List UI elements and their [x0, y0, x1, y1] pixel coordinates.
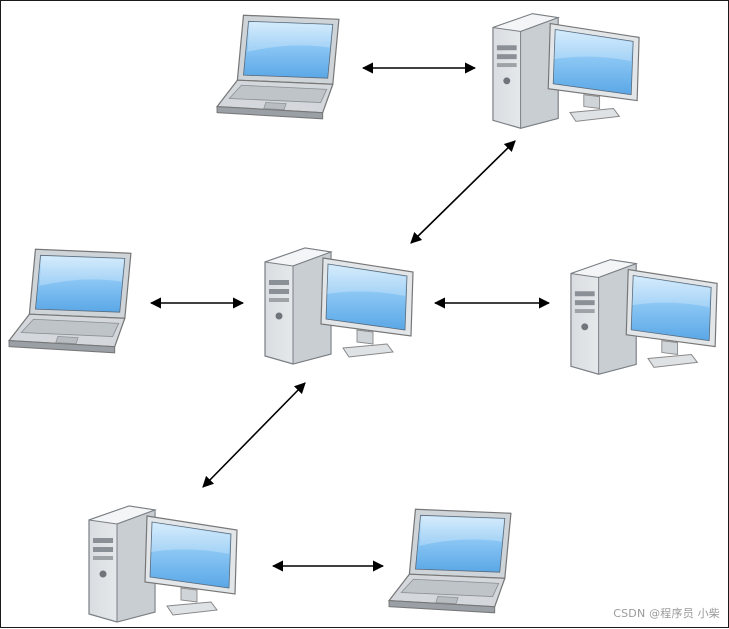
arrow-desktop-center-to-desktop-bottom-left	[202, 382, 306, 488]
laptop-icon	[388, 508, 512, 614]
desktop-computer-icon	[88, 505, 238, 623]
laptop-icon	[216, 14, 340, 120]
desktop-top-right	[492, 13, 640, 129]
laptop-bottom-right	[388, 508, 512, 614]
desktop-computer-icon	[492, 13, 640, 129]
laptop-left	[8, 248, 132, 354]
watermark: CSDN @程序员 小柴	[613, 607, 720, 620]
desktop-computer-icon	[264, 247, 414, 365]
desktop-bottom-left	[88, 505, 238, 623]
desktop-center	[264, 247, 414, 365]
desktop-computer-icon	[570, 259, 718, 375]
arrow-desktop-center-to-desktop-top-right	[410, 140, 516, 244]
laptop-icon	[8, 248, 132, 354]
desktop-right	[570, 259, 718, 375]
laptop-top	[216, 14, 340, 120]
